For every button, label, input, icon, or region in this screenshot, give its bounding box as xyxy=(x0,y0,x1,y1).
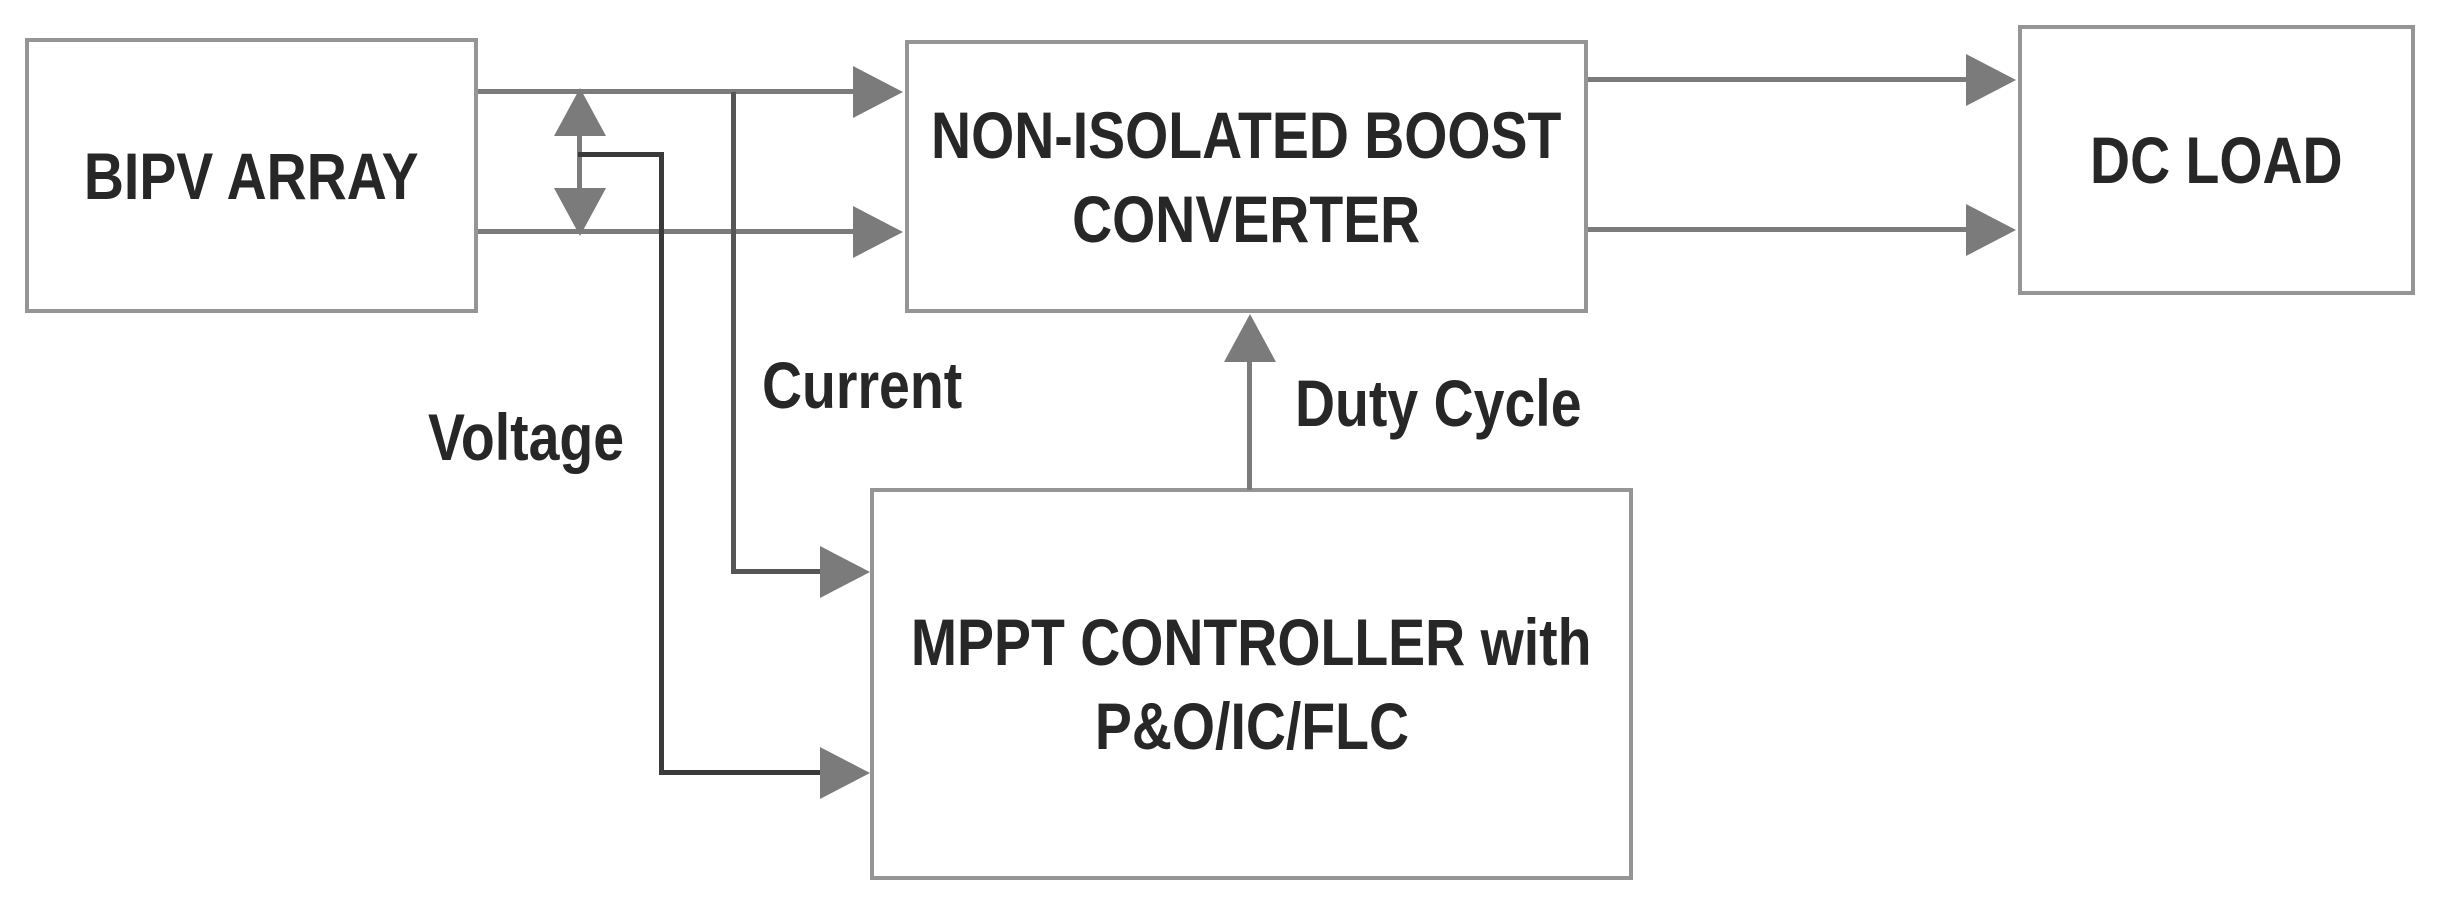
wire-voltage-vertical xyxy=(659,152,664,775)
block-mppt-controller-label-line1: MPPT CONTROLLER with xyxy=(911,605,1592,679)
block-dc-load: DC LOAD xyxy=(2018,25,2415,295)
arrowhead-down-icon xyxy=(554,188,606,236)
block-bipv-array: BIPV ARRAY xyxy=(25,38,478,313)
label-current: Current xyxy=(762,348,963,422)
wire-terminal-span xyxy=(577,134,582,190)
wire-current-vertical xyxy=(731,92,736,573)
wire-duty-cycle xyxy=(1247,360,1252,490)
arrowhead-up-icon xyxy=(1224,314,1276,362)
block-mppt-controller-label-line2: P&O/IC/FLC xyxy=(1094,689,1409,763)
wire-converter-to-load-bottom xyxy=(1588,227,1968,232)
wire-current-to-mppt xyxy=(731,569,822,574)
arrowhead-right-icon xyxy=(1966,204,2016,256)
wire-converter-to-load-top xyxy=(1588,77,1968,82)
arrowhead-right-icon xyxy=(853,206,903,258)
block-dc-load-label: DC LOAD xyxy=(2090,123,2343,197)
block-boost-converter: NON-ISOLATED BOOST CONVERTER xyxy=(905,40,1588,313)
arrowhead-right-icon xyxy=(853,66,903,118)
wire-voltage-tap xyxy=(578,152,664,157)
block-boost-converter-label-line1: NON-ISOLATED BOOST xyxy=(931,97,1562,172)
block-mppt-controller: MPPT CONTROLLER with P&O/IC/FLC xyxy=(870,488,1633,880)
wire-pv-to-converter-bottom xyxy=(478,229,855,234)
wire-voltage-to-mppt xyxy=(659,770,822,775)
arrowhead-right-icon xyxy=(1966,54,2016,106)
block-boost-converter-label-line2: CONVERTER xyxy=(1072,181,1421,256)
arrowhead-right-icon xyxy=(820,546,870,598)
label-duty-cycle: Duty Cycle xyxy=(1295,366,1582,440)
wire-pv-to-converter-top xyxy=(478,89,855,94)
arrowhead-right-icon xyxy=(820,747,870,799)
label-voltage: Voltage xyxy=(428,400,625,474)
block-bipv-array-label: BIPV ARRAY xyxy=(84,138,419,213)
arrowhead-up-icon xyxy=(554,88,606,136)
